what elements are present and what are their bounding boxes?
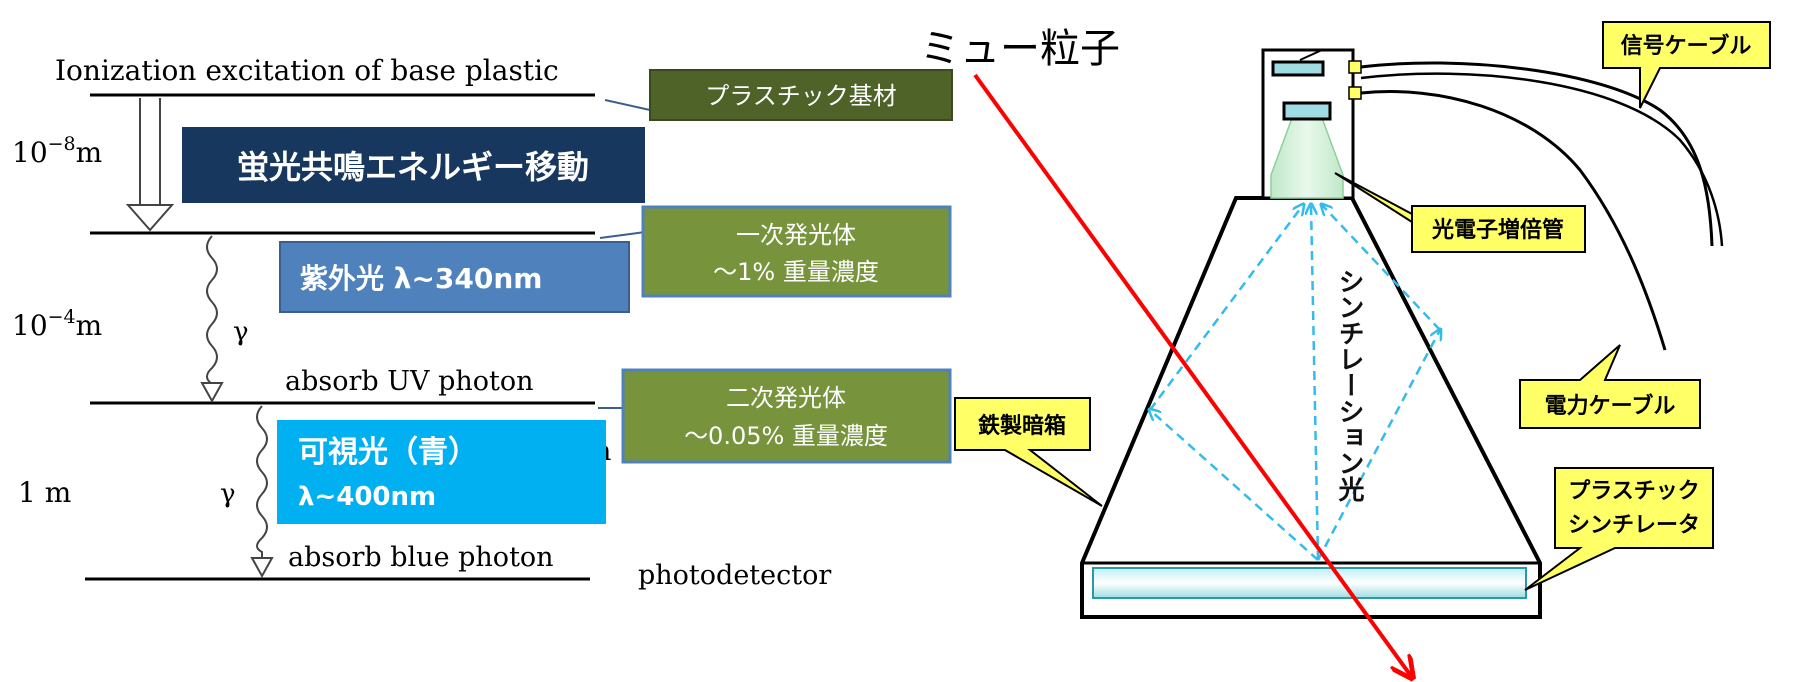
gamma-symbol-1: γ [233, 317, 249, 347]
primary-fluor-line1: 一次発光体 [736, 221, 856, 249]
callout-signal-cable: 信号ケーブル [1602, 21, 1771, 109]
detector-apparatus: シンチレーション光 ミュー粒子 信号ケーブル 光電子増倍管 電力ケーブル 鉄製暗… [920, 21, 1771, 676]
pmt-label: 光電子増倍管 [1431, 217, 1564, 243]
distance-label-3: 1 m [18, 476, 71, 509]
pmt-wire [1299, 49, 1340, 61]
energy-transfer-arrow [125, 98, 175, 232]
uv-light-box [279, 241, 630, 313]
power-cable [1360, 90, 1667, 351]
callout-dark-box: 鉄製暗箱 [954, 397, 1103, 507]
visible-light-box-text-1: 可視光（青） [298, 435, 478, 470]
level-label-uv: absorb UV photon [285, 366, 534, 397]
pmt-socket [1271, 60, 1325, 77]
secondary-fluor-line2: ～0.05% 重量濃度 [684, 422, 888, 450]
muon-track [973, 73, 1411, 676]
base-connector [604, 99, 651, 111]
distance-label-2: 10−4m [12, 306, 102, 342]
scintillator-label-2: シンチレータ [1568, 513, 1700, 538]
scintillation-light-paths [1150, 205, 1440, 561]
base-plastic-box [649, 69, 953, 121]
level-label-ionization: Ionization excitation of base plastic [55, 54, 559, 87]
visible-light-box-text-2: λ~400nm [298, 482, 436, 512]
signal-cable-outer [1360, 72, 1724, 247]
blue-photon-wave: γ [220, 405, 274, 579]
callout-scintillator: プラスチック シンチレータ [1524, 467, 1714, 591]
signal-connector [1348, 60, 1362, 74]
gamma-symbol-2: γ [220, 479, 236, 509]
power-cable-label: 電力ケーブル [1545, 393, 1676, 419]
plastic-scintillator [1092, 567, 1527, 599]
dark-box-label: 鉄製暗箱 [978, 413, 1066, 439]
uv-photon-wave: γ [200, 235, 249, 404]
level-label-blue: absorb blue photon [288, 542, 554, 573]
fret-box [182, 127, 645, 203]
base-plastic-box-text: プラスチック基材 [705, 82, 897, 110]
pmt-base [1282, 101, 1332, 121]
distance-label-1: 10−8m [12, 133, 102, 169]
primary-fluor-box [641, 205, 952, 298]
primary-fluor-line2: ～1% 重量濃度 [713, 258, 879, 286]
secondary-fluor-line1: 二次発光体 [726, 384, 846, 412]
fret-box-text: 蛍光共鳴エネルギー移動 [237, 148, 589, 186]
scintillation-light-label: シンチレーション光 [1334, 268, 1365, 502]
muon-label: ミュー粒子 [920, 26, 1120, 72]
power-connector [1348, 86, 1362, 100]
callout-power-cable: 電力ケーブル [1519, 344, 1701, 429]
visible-light-box [277, 420, 606, 524]
uv-light-box-text: 紫外光 λ~340nm [300, 262, 543, 295]
callout-pmt: 光電子増倍管 [1334, 172, 1586, 253]
secondary-fluor-box [621, 368, 952, 464]
signal-cable-label: 信号ケーブル [1621, 33, 1752, 59]
photodetector-label: photodetector [638, 560, 831, 591]
scintillator-label-1: プラスチック [1568, 479, 1700, 504]
primary-connector [599, 231, 646, 239]
energy-level-diagram: Ionization excitation of base plastic ab… [12, 54, 953, 591]
